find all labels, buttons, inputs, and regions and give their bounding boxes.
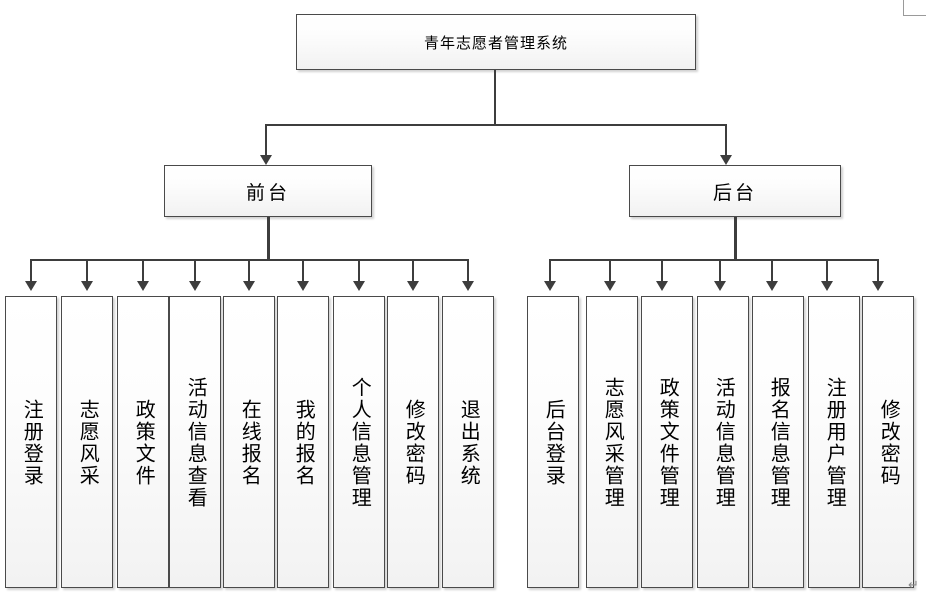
leaf-backend-3[interactable]: 政策文件管理	[641, 296, 693, 588]
leaf-label: 报名信息管理	[767, 377, 790, 509]
leaf-label: 政策文件	[132, 399, 155, 487]
arrow-backend-7	[872, 281, 884, 291]
arrow-to-backend	[720, 155, 732, 165]
drop-frontend-6	[302, 259, 304, 283]
arrow-backend-2	[604, 281, 616, 291]
drop-frontend-2	[86, 259, 88, 283]
leaf-label: 志愿风采	[76, 399, 99, 487]
node-frontend[interactable]: 前台	[164, 165, 372, 217]
arrow-to-frontend	[260, 155, 272, 165]
drop-backend-7	[877, 259, 879, 283]
drop-frontend-7	[358, 259, 360, 283]
leaf-backend-5[interactable]: 报名信息管理	[752, 296, 804, 588]
node-backend-label: 后台	[712, 182, 757, 204]
arrow-frontend-7	[353, 281, 365, 291]
leaf-label: 退出系统	[457, 399, 480, 487]
leaf-frontend-3[interactable]: 政策文件	[117, 296, 169, 588]
connector-backend-bus	[550, 259, 878, 261]
leaf-backend-6[interactable]: 注册用户管理	[808, 296, 860, 588]
connector-frontend-stem	[267, 217, 270, 261]
arrow-frontend-1	[25, 281, 37, 291]
leaf-backend-4[interactable]: 活动信息管理	[697, 296, 749, 588]
drop-backend-5	[771, 259, 773, 283]
drop-frontend-3	[142, 259, 144, 283]
leaf-frontend-7[interactable]: 个人信息管理	[333, 296, 385, 588]
leaf-frontend-8[interactable]: 修改密码	[387, 296, 439, 588]
arrow-frontend-2	[81, 281, 93, 291]
connector-root-stem	[494, 70, 496, 125]
leaf-label: 志愿风采管理	[601, 377, 624, 509]
drop-backend-6	[826, 259, 828, 283]
arrow-frontend-8	[407, 281, 419, 291]
leaf-label: 注册用户管理	[823, 377, 846, 509]
drop-backend-1	[549, 259, 551, 283]
leaf-backend-1[interactable]: 后台登录	[527, 296, 579, 588]
leaf-label: 活动信息查看	[184, 377, 207, 509]
arrow-backend-4	[714, 281, 726, 291]
leaf-label: 活动信息管理	[712, 377, 735, 509]
drop-frontend-9	[467, 259, 469, 283]
leaf-frontend-9[interactable]: 退出系统	[442, 296, 494, 588]
leaf-frontend-1[interactable]: 注册登录	[5, 296, 57, 588]
leaf-label: 在线报名	[238, 399, 261, 487]
leaf-label: 后台登录	[542, 399, 565, 487]
arrow-backend-5	[766, 281, 778, 291]
connector-root-bus	[265, 124, 726, 126]
leaf-frontend-5[interactable]: 在线报名	[223, 296, 275, 588]
leaf-label: 注册登录	[20, 399, 43, 487]
connector-backend-stem	[734, 217, 737, 261]
drop-frontend-8	[412, 259, 414, 283]
leaf-backend-7[interactable]: 修改密码	[862, 296, 914, 588]
leaf-frontend-6[interactable]: 我的报名	[277, 296, 329, 588]
connector-to-frontend	[265, 124, 267, 157]
crop-mark-top-right	[903, 0, 926, 16]
paragraph-mark: ↵	[908, 577, 919, 592]
connector-to-backend	[725, 124, 727, 157]
drop-frontend-4	[194, 259, 196, 283]
arrow-backend-6	[821, 281, 833, 291]
arrow-frontend-9	[462, 281, 474, 291]
leaf-label: 个人信息管理	[348, 377, 371, 509]
leaf-label: 政策文件管理	[656, 377, 679, 509]
drop-backend-4	[719, 259, 721, 283]
leaf-label: 修改密码	[402, 399, 425, 487]
node-frontend-label: 前台	[245, 182, 290, 204]
drop-backend-2	[609, 259, 611, 283]
node-root[interactable]: 青年志愿者管理系统	[296, 14, 696, 70]
arrow-backend-1	[544, 281, 556, 291]
drop-frontend-5	[248, 259, 250, 283]
arrow-frontend-5	[243, 281, 255, 291]
drop-backend-3	[661, 259, 663, 283]
leaf-backend-2[interactable]: 志愿风采管理	[586, 296, 638, 588]
leaf-label: 修改密码	[877, 399, 900, 487]
drop-frontend-1	[30, 259, 32, 283]
arrow-frontend-4	[189, 281, 201, 291]
arrow-frontend-3	[137, 281, 149, 291]
node-backend[interactable]: 后台	[629, 165, 841, 217]
leaf-frontend-4[interactable]: 活动信息查看	[169, 296, 221, 588]
node-root-label: 青年志愿者管理系统	[423, 35, 568, 52]
leaf-label: 我的报名	[292, 399, 315, 487]
leaf-frontend-2[interactable]: 志愿风采	[61, 296, 113, 588]
arrow-frontend-6	[297, 281, 309, 291]
arrow-backend-3	[656, 281, 668, 291]
